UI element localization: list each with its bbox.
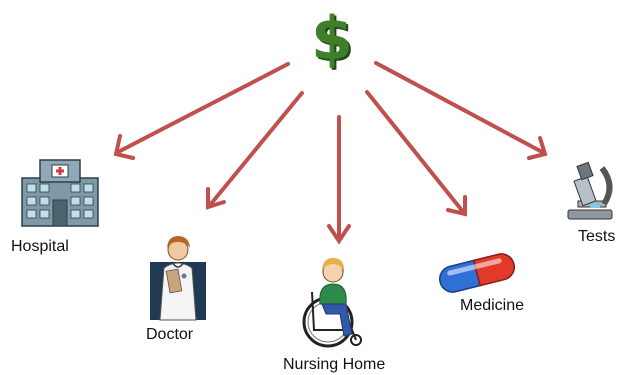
microscope-icon bbox=[567, 161, 613, 220]
arrow-to-hospital bbox=[116, 62, 290, 154]
arrowhead-tests bbox=[527, 136, 548, 160]
arrowhead-hospital bbox=[113, 134, 135, 160]
wheelchair-icon bbox=[302, 258, 362, 348]
arrowhead-nursing-home bbox=[327, 224, 351, 245]
label-doctor: Doctor bbox=[146, 326, 194, 343]
arrowhead-medicine bbox=[446, 195, 467, 217]
label-tests: Tests bbox=[578, 228, 616, 245]
arrow-to-tests bbox=[374, 61, 546, 155]
pill-icon bbox=[438, 253, 516, 293]
doctor-icon bbox=[150, 236, 206, 321]
hospital-icon bbox=[21, 159, 99, 227]
arrowhead-doctor bbox=[206, 187, 226, 210]
label-nursing-home: Nursing Home bbox=[283, 356, 386, 373]
arrow-to-medicine bbox=[365, 90, 466, 215]
label-hospital: Hospital bbox=[11, 238, 69, 255]
arrows bbox=[113, 61, 548, 245]
dollar-icon: $ bbox=[311, 4, 353, 74]
label-medicine: Medicine bbox=[460, 297, 525, 314]
arrow-to-doctor bbox=[208, 91, 304, 207]
